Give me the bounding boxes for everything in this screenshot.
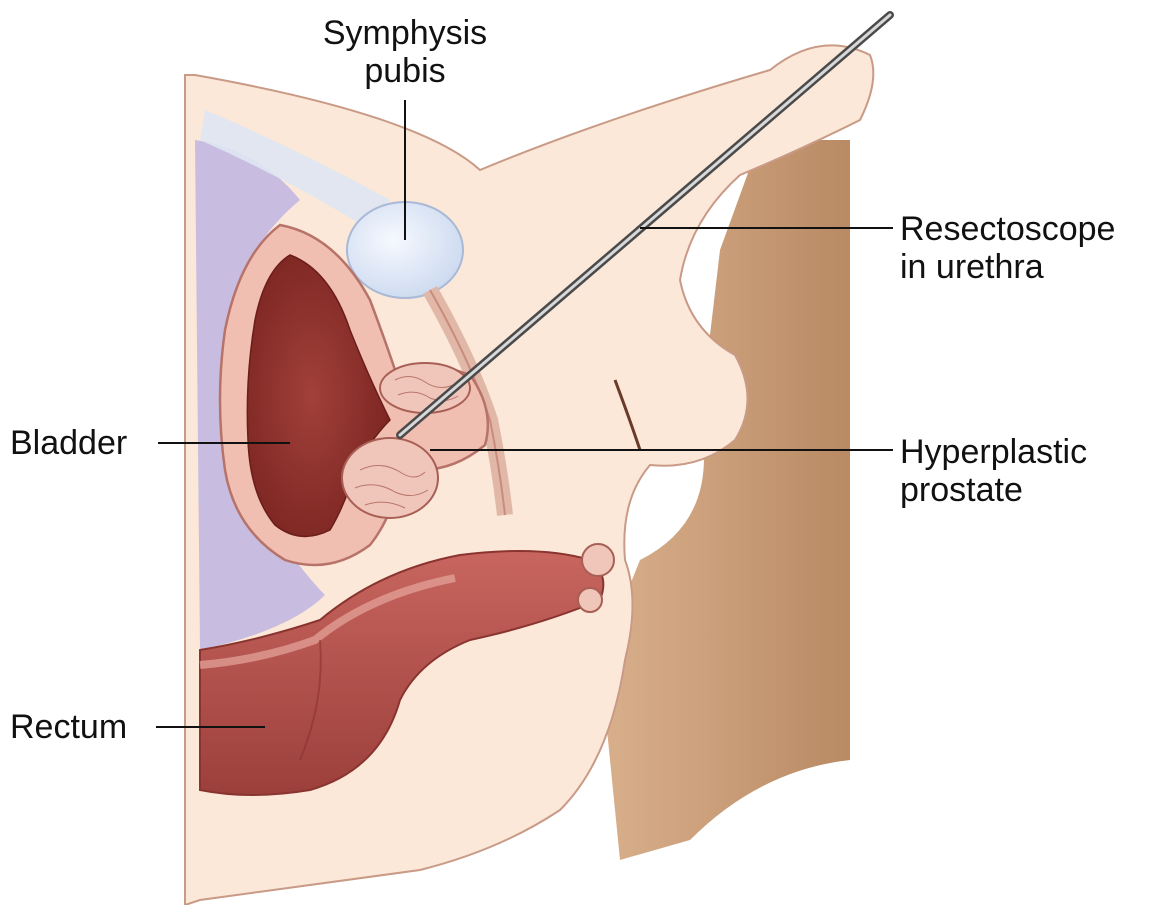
label-bladder: Bladder [10,424,127,462]
label-resectoscope-line1: Resectoscope [900,210,1115,248]
label-symphysis-line2: pubis [305,52,505,90]
label-rectum: Rectum [10,708,127,746]
anus [582,544,614,576]
label-symphysis-line1: Symphysis [305,14,505,52]
label-prostate-line2: prostate [900,471,1087,509]
label-symphysis-pubis: Symphysis pubis [305,14,505,90]
label-resectoscope-line2: in urethra [900,248,1115,286]
label-prostate-line1: Hyperplastic [900,433,1087,471]
label-resectoscope: Resectoscope in urethra [900,210,1115,286]
prostate-lower-lobe [342,438,438,518]
label-prostate: Hyperplastic prostate [900,433,1087,509]
